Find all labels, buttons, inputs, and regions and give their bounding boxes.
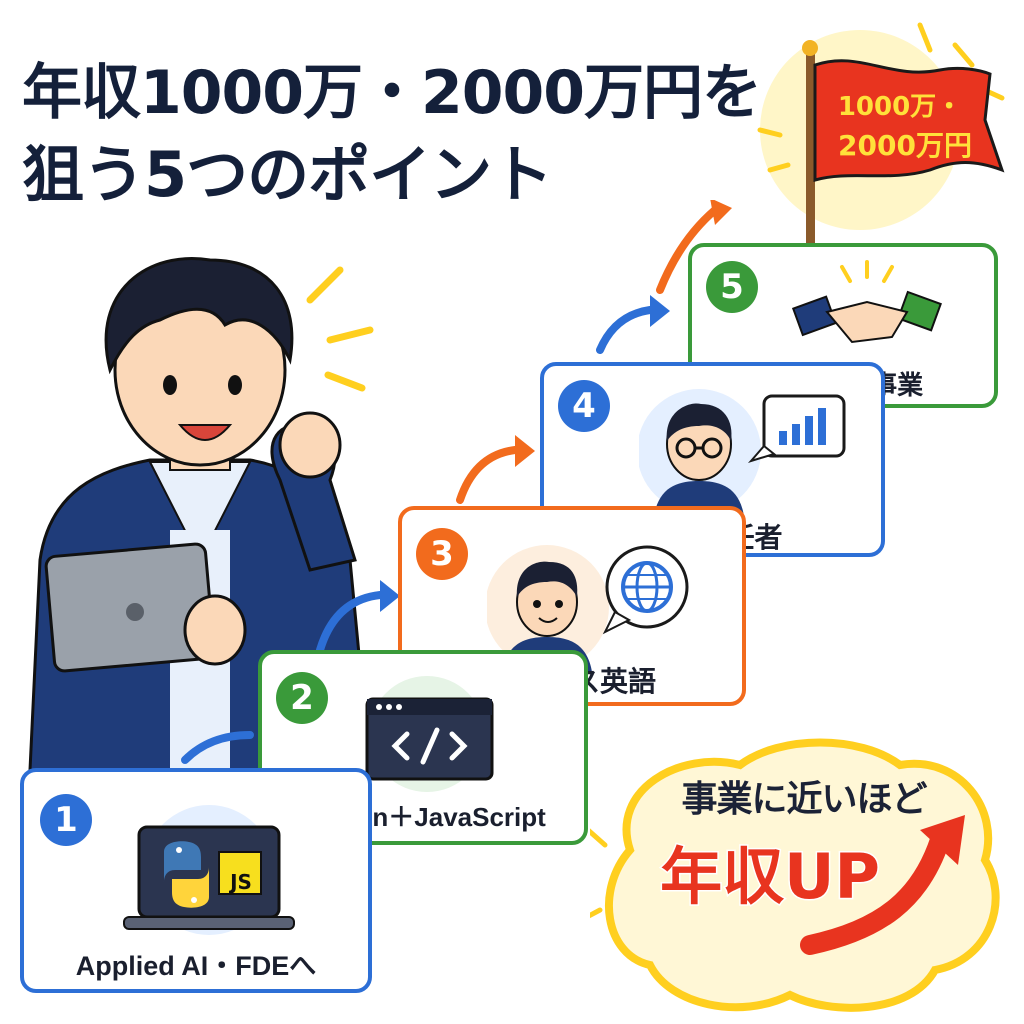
page-title-line1: 年収1000万・2000万円を <box>22 58 762 128</box>
step-number-badge: 1 <box>40 794 92 846</box>
goal-flag: 1000万・ 2000万円 <box>740 10 1020 270</box>
step-number-badge: 2 <box>276 672 328 724</box>
laptop-python-js-icon: JS <box>109 802 309 937</box>
handshake-icon <box>792 257 942 357</box>
step-number-badge: 4 <box>558 380 610 432</box>
step-card-1: 1 JS Applied AI・FDEへ <box>20 768 372 993</box>
page-title-line2: 狙う5つのポイント <box>22 138 553 211</box>
progress-arrows <box>170 200 770 800</box>
js-badge-label: JS <box>230 870 252 894</box>
burst-text-line2: 年収UP <box>659 839 882 915</box>
code-window-icon <box>337 674 517 794</box>
flag-text-line1: 1000万・ <box>838 92 962 122</box>
step-number-badge: 5 <box>706 261 758 313</box>
step-label: Applied AI・FDEへ <box>75 951 317 981</box>
step-card-2: 2 Python＋JavaScript <box>258 650 588 845</box>
person-globe-icon <box>487 542 717 672</box>
presenter-chart-icon <box>639 386 859 516</box>
step-number-badge: 3 <box>416 528 468 580</box>
salary-up-burst <box>590 730 1010 1020</box>
burst-text-line1: 事業に近いほど <box>681 779 927 820</box>
flag-text-line2: 2000万円 <box>838 129 972 162</box>
